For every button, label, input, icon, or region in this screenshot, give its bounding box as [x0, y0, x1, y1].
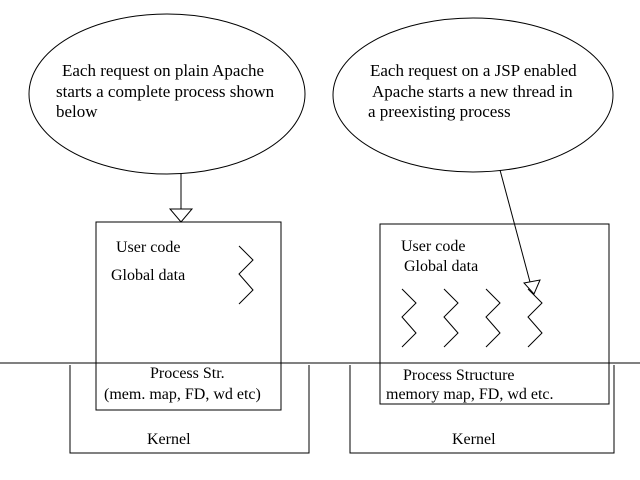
left-bubble-line-3: below	[56, 102, 98, 121]
left-bubble-line-2: starts a complete process shown	[56, 82, 275, 101]
right-bubble-line-1: Each request on a JSP enabled	[370, 61, 577, 80]
right-kernel-outline	[349, 365, 615, 454]
right-bubble-line-3: a preexisting process	[368, 102, 511, 121]
right-arrowhead	[523, 279, 541, 295]
right-process-box	[379, 223, 610, 405]
right-process-structure-title: Process Structure	[403, 367, 515, 384]
left-thread-group	[238, 245, 254, 305]
left-process-box	[95, 221, 282, 411]
left-user-code-label: User code	[116, 239, 180, 256]
right-kernel-label: Kernel	[452, 431, 496, 448]
thread-squiggle-icon	[238, 245, 254, 305]
left-process-structure-detail: (mem. map, FD, wd etc)	[104, 386, 261, 403]
right-panel: Each request on a JSP enabled Apache sta…	[332, 17, 615, 454]
left-process-structure-title: Process Str.	[150, 365, 225, 382]
thread-squiggle-icon	[527, 288, 543, 348]
left-global-data-label: Global data	[111, 267, 185, 284]
left-kernel-outline	[69, 365, 310, 454]
left-panel: Each request on plain Apache starts a co…	[28, 13, 310, 454]
right-global-data-label: Global data	[404, 258, 478, 275]
right-user-code-label: User code	[401, 238, 465, 255]
thread-squiggle-icon	[401, 288, 417, 348]
left-speech-bubble	[28, 13, 306, 175]
left-bubble-line-1: Each request on plain Apache	[62, 61, 264, 80]
left-arrowhead	[168, 208, 194, 223]
thread-squiggle-icon	[485, 288, 501, 348]
left-kernel-label: Kernel	[147, 431, 191, 448]
right-connector-line	[499, 169, 531, 283]
thread-squiggle-icon	[443, 288, 459, 348]
right-speech-bubble	[332, 17, 614, 173]
right-bubble-line-2: Apache starts a new thread in	[372, 82, 573, 101]
right-process-structure-detail: memory map, FD, wd etc.	[386, 386, 554, 403]
right-thread-group	[401, 288, 543, 348]
